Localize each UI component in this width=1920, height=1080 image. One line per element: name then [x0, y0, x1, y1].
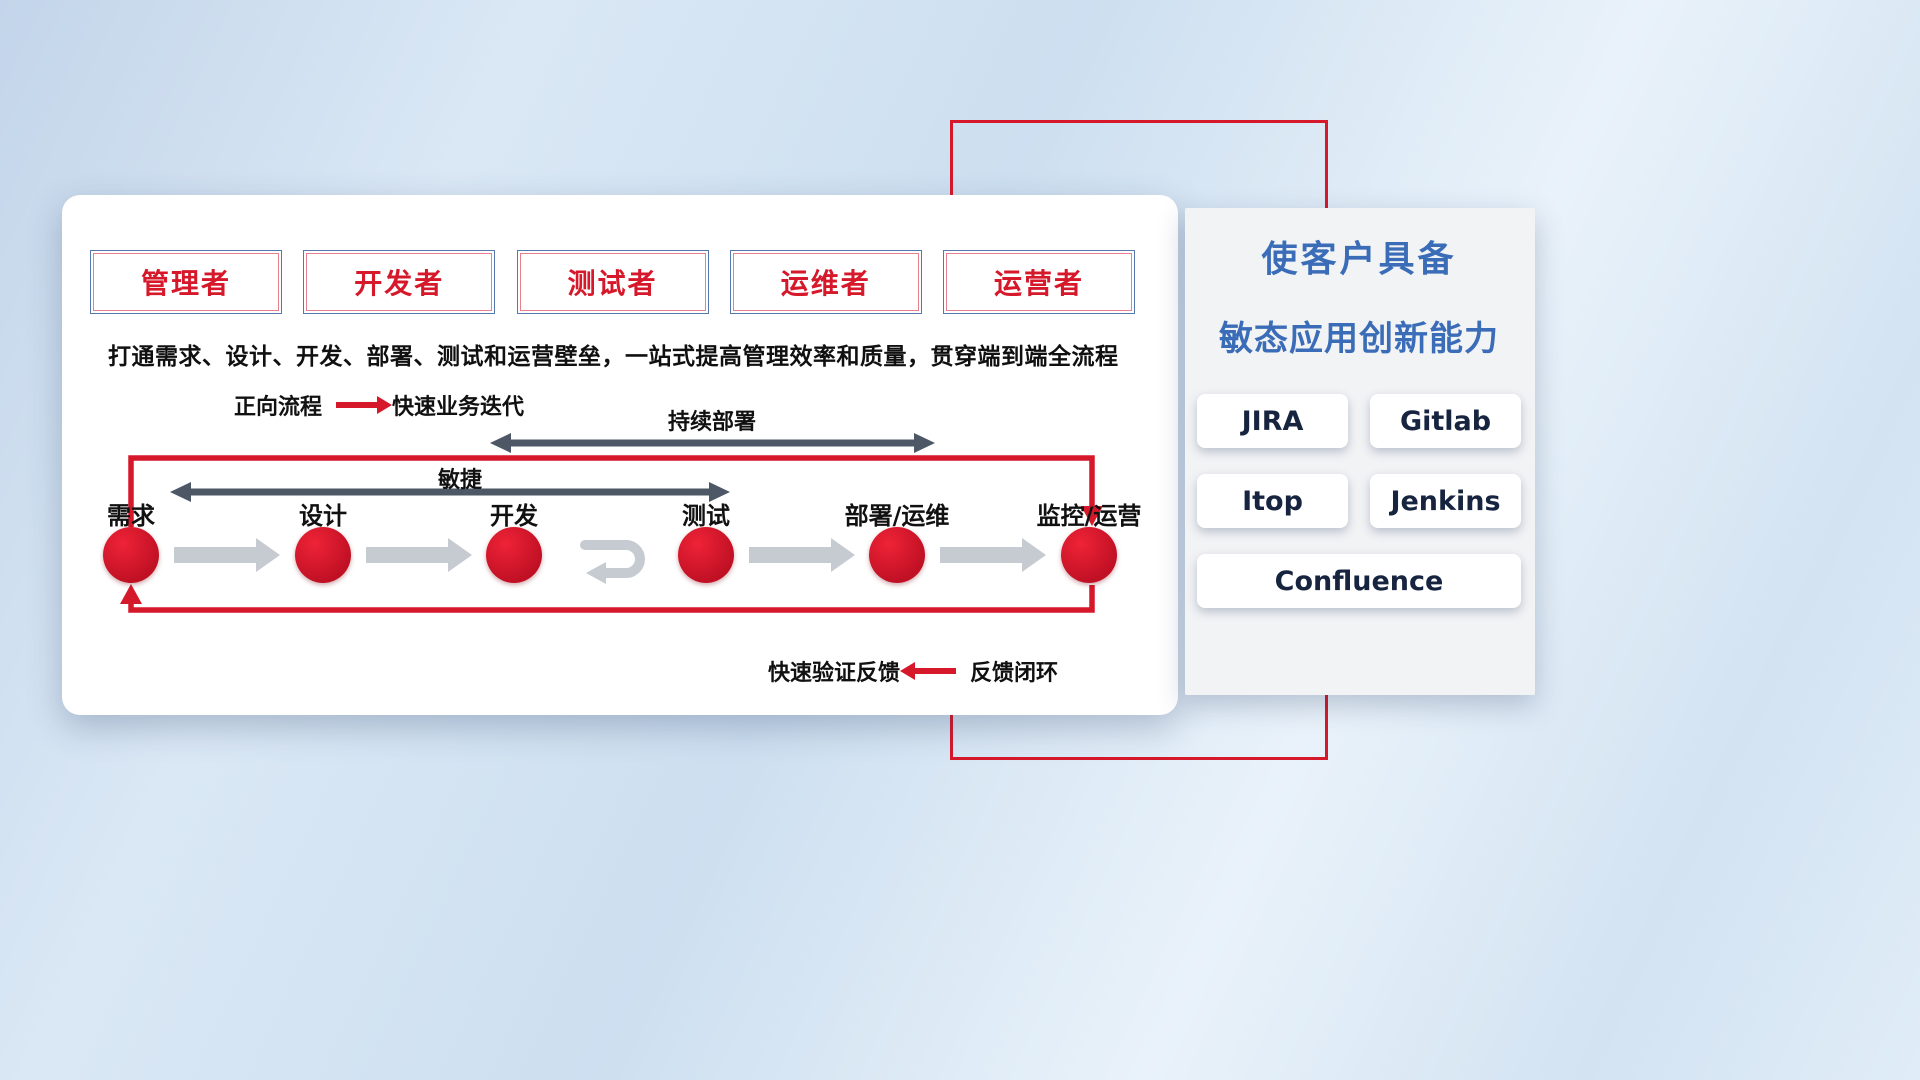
forward-loop-arrowhead [1081, 506, 1103, 526]
feedback-arrow-icon [900, 662, 957, 680]
panel-title: 使客户具备 敏态应用创新能力 [1197, 239, 1521, 359]
agile-arrowhead-right [709, 482, 730, 502]
tool-itop: Itop [1197, 474, 1348, 528]
persona-manager: 管理者 [90, 250, 282, 314]
node-label-monitor-operations: 监控/运营 [1036, 502, 1142, 530]
legend-feedback-label: 快速验证反馈 [768, 661, 901, 686]
step-arrow-3 [749, 538, 855, 572]
node-label-development: 开发 [490, 502, 538, 530]
legend-forward: 正向流程 快速业务迭代 [234, 389, 524, 421]
node-monitor-operations [1061, 527, 1117, 583]
agile-label: 敏捷 [437, 468, 482, 493]
persona-developer-label: 开发者 [354, 267, 445, 300]
capability-panel: 使客户具备 敏态应用创新能力 JIRA Gitlab Itop Jenkins … [1185, 208, 1535, 695]
persona-ops-label: 运维者 [780, 267, 871, 300]
agile-arrowhead-left [170, 482, 191, 502]
persona-developer: 开发者 [303, 250, 496, 314]
feedback-loop-arrowhead [120, 584, 142, 604]
node-label-deploy-ops: 部署/运维 [844, 502, 950, 530]
persona-row: 管理者 开发者 测试者 运维者 运营者 [90, 250, 1135, 314]
forward-arrow-icon [336, 396, 393, 414]
iterate-loop-icon [580, 540, 645, 578]
panel-title-line1: 使客户具备 [1261, 239, 1457, 280]
devops-flow-card: 管理者 开发者 测试者 运维者 运营者 打通需求、设计、开发、部署、测试和运营壁… [62, 195, 1178, 715]
continuous-deploy-arrowhead-right [914, 433, 935, 453]
legend-forward-label: 正向流程 [234, 395, 323, 420]
legend-feedback-desc: 反馈闭环 [970, 661, 1059, 686]
node-design [295, 527, 351, 583]
node-requirements [103, 527, 159, 583]
persona-operator: 运营者 [943, 250, 1135, 314]
tool-list: JIRA Gitlab Itop Jenkins Confluence [1197, 394, 1521, 608]
panel-title-line2: 敏态应用创新能力 [1219, 319, 1499, 359]
card-subtitle: 打通需求、设计、开发、部署、测试和运营壁垒，一站式提高管理效率和质量，贯穿端到端… [108, 344, 1119, 370]
legend-forward-desc: 快速业务迭代 [392, 395, 525, 420]
flow-diagram: 持续部署 敏捷 需求 设计 开发 测试 部署/运维 监控/运营 [62, 400, 1178, 700]
persona-tester-label: 测试者 [567, 267, 658, 300]
tool-jira: JIRA [1197, 394, 1348, 448]
persona-operator-label: 运营者 [993, 267, 1084, 300]
iterate-loop-arrowhead [586, 562, 606, 584]
step-arrow-4 [940, 538, 1046, 572]
node-development [486, 527, 542, 583]
node-label-requirements: 需求 [107, 502, 155, 530]
node-label-design: 设计 [299, 502, 347, 530]
node-deploy-ops [869, 527, 925, 583]
legend-feedback: 快速验证反馈 反馈闭环 [768, 655, 1058, 687]
tool-jenkins: Jenkins [1370, 474, 1521, 528]
forward-loop-line [128, 455, 1095, 527]
continuous-deploy-label: 持续部署 [667, 410, 756, 435]
persona-ops: 运维者 [729, 250, 922, 314]
step-arrow-1 [174, 538, 280, 572]
continuous-deploy-arrowhead-left [490, 433, 511, 453]
step-arrow-2 [366, 538, 472, 572]
feedback-loop-line [128, 585, 1095, 613]
tool-confluence: Confluence [1197, 554, 1521, 608]
persona-tester: 测试者 [516, 250, 709, 314]
flow-arrows-svg [120, 433, 1103, 613]
persona-manager-label: 管理者 [140, 267, 231, 300]
node-label-testing: 测试 [682, 502, 730, 530]
node-testing [678, 527, 734, 583]
tool-gitlab: Gitlab [1370, 394, 1521, 448]
